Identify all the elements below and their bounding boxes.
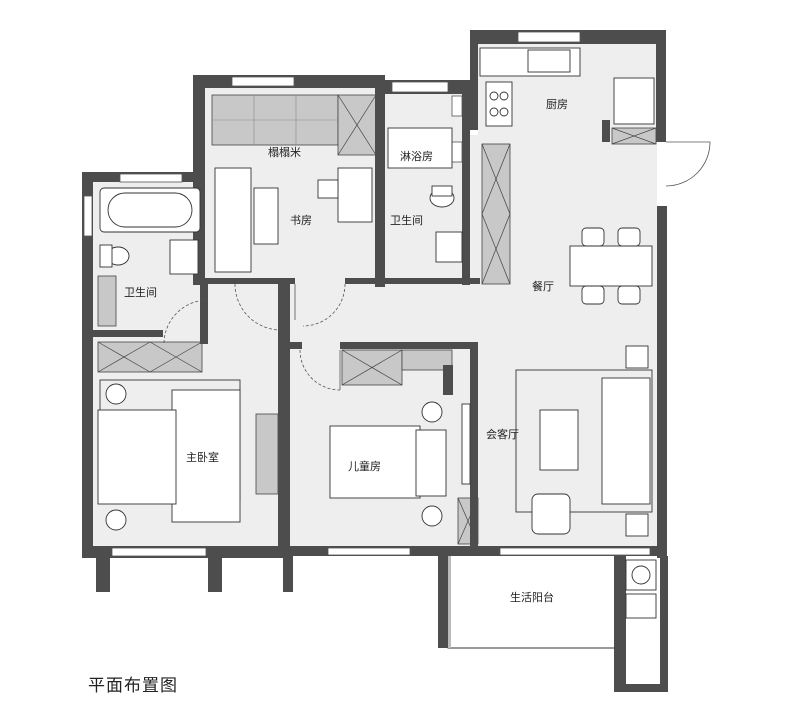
- furniture: [97, 47, 657, 619]
- room-label-tatami: 榻榻米: [268, 145, 301, 159]
- room-label-kitchen: 厨房: [546, 98, 568, 111]
- room-label-study: 书房: [290, 214, 312, 227]
- room-label-kids: 儿童房: [348, 459, 381, 473]
- doors: [163, 141, 711, 391]
- room-label-dining: 餐厅: [532, 279, 554, 293]
- room-label-balcony: 生活阳台: [510, 590, 554, 604]
- room-label-living: 会客厅: [486, 427, 519, 441]
- room-label-bath-center: 卫生间: [390, 213, 423, 227]
- windows: [83, 31, 651, 557]
- room-label-master: 主卧室: [186, 450, 219, 464]
- balcony-railing-left: [448, 552, 451, 648]
- room-label-shower: 淋浴房: [400, 150, 433, 163]
- balcony-area: [447, 551, 619, 649]
- tatami-grid: [212, 95, 338, 145]
- room-label-bath-left: 卫生间: [124, 285, 157, 299]
- cabinet-crosses: [97, 94, 657, 545]
- plan-caption: 平面布置图: [88, 676, 178, 696]
- room-labels: 厨房 榻榻米 淋浴房 书房 卫生间 卫生间 餐厅 会客厅 主卧室 儿童房 生活阳…: [124, 98, 568, 604]
